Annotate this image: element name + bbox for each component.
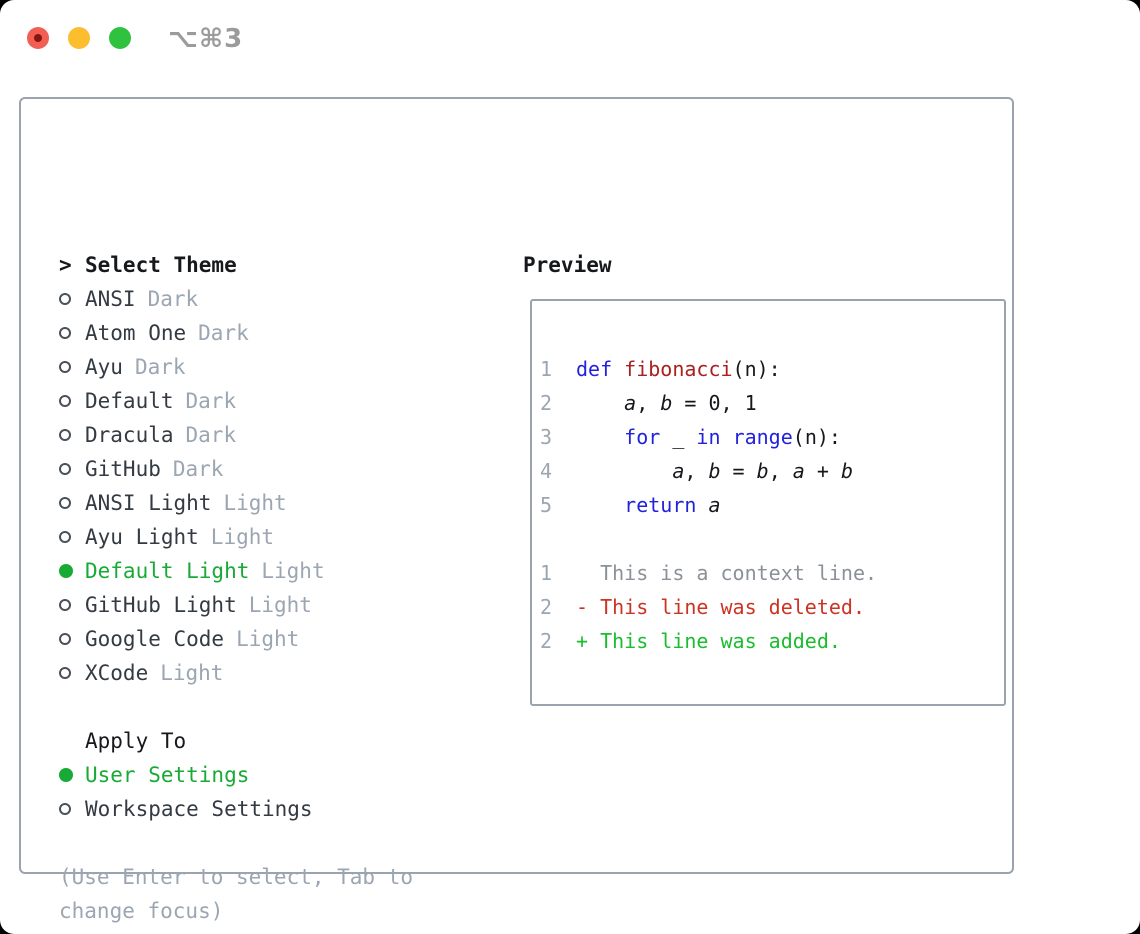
minimize-button[interactable]	[68, 27, 90, 49]
theme-option[interactable]: Dracula Dark	[59, 418, 413, 452]
line-number: 1	[540, 561, 553, 585]
window-shortcut-label: ⌥⌘3	[168, 24, 244, 54]
option-variant-label: Dark	[185, 423, 237, 447]
option-variant-label: Light	[223, 491, 287, 515]
option-label: ANSI Light	[85, 491, 212, 515]
option-label: Ayu	[85, 355, 123, 379]
radio-unselected-icon	[59, 327, 85, 339]
option-label: User Settings	[85, 763, 250, 787]
diff-line-context: 1 This is a context line.	[540, 556, 877, 590]
radio-selected-icon	[59, 768, 85, 782]
radio-unselected-icon	[59, 599, 85, 611]
line-number: 1	[540, 357, 553, 381]
option-label: Default	[85, 389, 174, 413]
radio-unselected-icon	[59, 361, 85, 373]
radio-unselected-icon	[59, 531, 85, 543]
diff-line-deleted: 2 - This line was deleted.	[540, 590, 877, 624]
radio-unselected-icon	[59, 803, 85, 815]
select-theme-heading-label: Select Theme	[85, 253, 237, 277]
radio-selected-icon	[59, 564, 85, 578]
option-variant-label: Light	[261, 559, 325, 583]
option-variant-label: Dark	[134, 355, 186, 379]
theme-option[interactable]: Ayu Dark	[59, 350, 413, 384]
preview-heading: Preview	[523, 253, 612, 277]
apply-option[interactable]: Workspace Settings	[59, 792, 413, 826]
option-label: GitHub Light	[85, 593, 237, 617]
diff-text: This is a context line.	[576, 561, 878, 585]
apply-to-heading: Apply To	[59, 724, 413, 758]
close-button[interactable]	[27, 27, 49, 49]
option-label: Default Light	[85, 559, 250, 583]
option-label: Ayu Light	[85, 525, 199, 549]
option-variant-label: Dark	[185, 389, 237, 413]
code-line: 5 return a	[540, 488, 877, 522]
radio-unselected-icon	[59, 633, 85, 645]
option-label: Dracula	[85, 423, 174, 447]
option-variant-label: Dark	[172, 457, 224, 481]
radio-unselected-icon	[59, 463, 85, 475]
line-number: 3	[540, 425, 553, 449]
theme-option-selected[interactable]: Default Light Light	[59, 554, 413, 588]
option-label: ANSI	[85, 287, 136, 311]
option-label: Atom One	[85, 321, 187, 345]
apply-option-selected[interactable]: User Settings	[59, 758, 413, 792]
theme-option[interactable]: GitHub Light Light	[59, 588, 413, 622]
line-number: 2	[540, 629, 553, 653]
radio-unselected-icon	[59, 395, 85, 407]
code-line: 3 for _ in range(n):	[540, 420, 877, 454]
option-variant-label: Light	[160, 661, 224, 685]
option-variant-label: Dark	[198, 321, 249, 345]
spacer	[59, 690, 413, 724]
line-number: 4	[540, 459, 553, 483]
option-variant-label: Light	[210, 525, 275, 549]
line-number: 5	[540, 493, 553, 517]
radio-unselected-icon	[59, 293, 85, 305]
diff-text: - This line was deleted.	[576, 595, 865, 619]
theme-option[interactable]: GitHub Dark	[59, 452, 413, 486]
option-label: Workspace Settings	[85, 797, 313, 821]
zoom-button[interactable]	[109, 27, 131, 49]
theme-option[interactable]: Google Code Light	[59, 622, 413, 656]
option-label: Google Code	[85, 627, 225, 651]
line-number: 2	[540, 595, 553, 619]
diff-text: + This line was added.	[576, 629, 841, 653]
select-theme-heading: > Select Theme	[59, 248, 413, 282]
code-line: 2 a, b = 0, 1	[540, 386, 877, 420]
theme-option[interactable]: Ayu Light Light	[59, 520, 413, 554]
spacer	[59, 826, 413, 860]
hint-line-2: change focus)	[59, 899, 224, 923]
option-variant-label: Dark	[147, 287, 199, 311]
option-variant-label: Light	[248, 593, 312, 617]
hint-text: (Use Enter to select, Tab to change focu…	[59, 860, 413, 928]
titlebar-traffic-lights	[27, 27, 131, 49]
theme-option[interactable]: ANSI Light Light	[59, 486, 413, 520]
theme-option[interactable]: XCode Light	[59, 656, 413, 690]
blank-line	[540, 522, 877, 556]
theme-option[interactable]: ANSI Dark	[59, 282, 413, 316]
theme-option[interactable]: Atom One Dark	[59, 316, 413, 350]
radio-unselected-icon	[59, 667, 85, 679]
theme-option[interactable]: Default Dark	[59, 384, 413, 418]
line-number: 2	[540, 391, 553, 415]
apply-to-heading-label: Apply To	[85, 729, 187, 753]
radio-unselected-icon	[59, 429, 85, 441]
option-label: GitHub	[85, 457, 161, 481]
hint-line-1: (Use Enter to select, Tab to	[59, 865, 414, 889]
code-line: 4 a, b = b, a + b	[540, 454, 877, 488]
radio-unselected-icon	[59, 497, 85, 509]
diff-line-added: 2 + This line was added.	[540, 624, 877, 658]
focus-caret-icon: >	[59, 253, 72, 277]
option-label: XCode	[85, 661, 149, 685]
option-variant-label: Light	[236, 627, 300, 651]
